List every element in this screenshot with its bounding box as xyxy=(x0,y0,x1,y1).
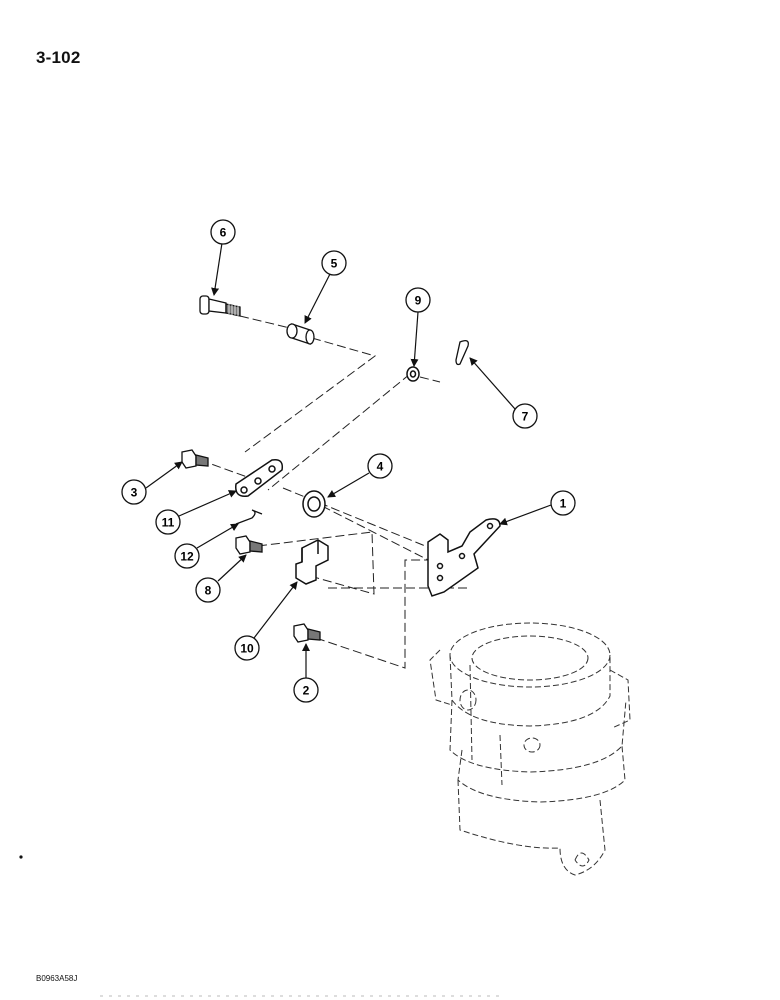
throttle-bracket-part-1 xyxy=(427,518,501,597)
svg-text:12: 12 xyxy=(180,550,194,564)
figure-code: B0963A58J xyxy=(36,974,78,983)
screw-part-2 xyxy=(293,623,321,643)
assembly-lines xyxy=(199,315,470,669)
callout-5: 5 xyxy=(321,250,347,276)
callout-1: 1 xyxy=(550,490,576,516)
washer-part-9 xyxy=(406,366,420,382)
page-number: 3-102 xyxy=(36,48,81,67)
svg-text:8: 8 xyxy=(205,584,212,598)
cotter-pin-part-7 xyxy=(455,340,469,366)
bolt-part-6 xyxy=(199,295,241,317)
svg-text:4: 4 xyxy=(377,460,384,474)
callout-9: 9 xyxy=(405,287,431,313)
svg-text:1: 1 xyxy=(560,497,567,511)
link-plate-part-11 xyxy=(235,458,284,497)
bushing-part-5 xyxy=(286,323,315,345)
svg-text:2: 2 xyxy=(303,684,310,698)
screw-part-8 xyxy=(235,535,263,555)
bracket-part-10 xyxy=(295,539,329,585)
callout-6: 6 xyxy=(210,219,236,245)
spring-clip-part-12 xyxy=(235,509,263,525)
svg-text:5: 5 xyxy=(331,257,338,271)
lock-washer-part-4 xyxy=(302,490,326,518)
callout-4: 4 xyxy=(367,453,393,479)
callout-11: 11 xyxy=(155,509,181,535)
svg-text:11: 11 xyxy=(162,516,175,530)
svg-text:7: 7 xyxy=(522,410,529,424)
svg-text:10: 10 xyxy=(240,642,254,656)
callout-8: 8 xyxy=(195,577,221,603)
carburetor-outline xyxy=(429,622,631,876)
svg-text:9: 9 xyxy=(415,294,422,308)
leader-lines xyxy=(145,242,552,679)
svg-text:3: 3 xyxy=(131,486,138,500)
callout-7: 7 xyxy=(512,403,538,429)
callout-3: 3 xyxy=(121,479,147,505)
callout-2: 2 xyxy=(293,677,319,703)
stray-dot xyxy=(19,855,23,859)
screw-part-3 xyxy=(181,449,209,469)
svg-text:6: 6 xyxy=(220,226,227,240)
callout-10: 10 xyxy=(234,635,260,661)
callout-12: 12 xyxy=(174,543,200,569)
